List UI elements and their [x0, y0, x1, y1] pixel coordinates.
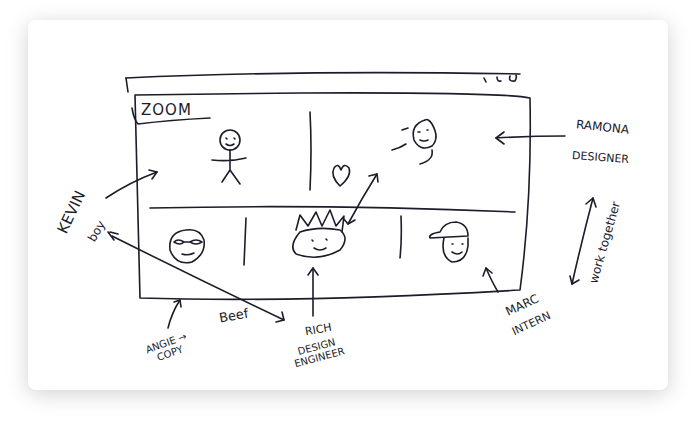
handwritten-label: work together	[587, 201, 623, 286]
handwritten-label: ANGIE → COPY	[136, 327, 200, 368]
handwritten-label: DESIGN ENGINEER	[280, 332, 355, 372]
handwritten-label: Beef	[218, 306, 250, 325]
handwritten-label: DESIGNER	[571, 150, 629, 166]
handwritten-label: RAMONA	[576, 119, 630, 138]
handwritten-label: boy	[86, 219, 108, 245]
handwritten-label: RICH	[304, 322, 333, 339]
window-title: ZOOM	[141, 101, 524, 119]
zoom-window: ZOOM	[135, 95, 530, 300]
card-background	[28, 20, 668, 390]
handwritten-label: KEVIN	[55, 188, 89, 236]
